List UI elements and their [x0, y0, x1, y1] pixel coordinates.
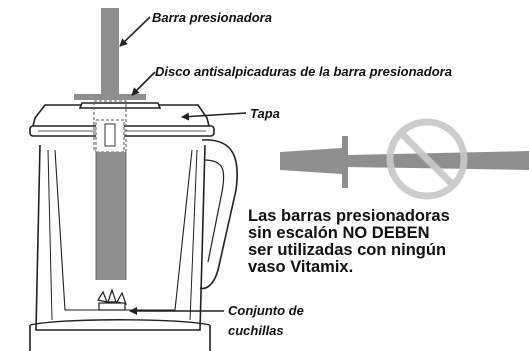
callout-arrows	[119, 16, 247, 315]
warning-line-4: vaso Vitamix.	[248, 258, 354, 276]
warning-line-1: Las barras presionadoras	[248, 207, 450, 225]
tamper-label: Barra presionadora	[152, 10, 272, 25]
lid-arrow	[181, 112, 247, 121]
tamper	[74, 8, 146, 280]
prohibition-icon	[386, 118, 468, 200]
non-stepped-tamper	[280, 136, 529, 188]
tamper-arrow	[119, 16, 151, 47]
blender-container	[29, 139, 238, 351]
blade-assembly	[97, 288, 127, 311]
warning-line-2: sin escalón NO DEBEN	[248, 224, 430, 242]
splash-disc-label: Disco antisalpicaduras de la barra presi…	[155, 64, 452, 79]
warning-text: Las barras presionadoras sin escalón NO …	[248, 208, 528, 276]
splash-disc-arrow	[131, 71, 156, 96]
warning-line-3: ser utilizadas con ningún	[248, 241, 447, 259]
lid-label: Tapa	[250, 106, 280, 121]
blade-assembly-label-line2: cuchillas	[228, 323, 284, 338]
blade-assembly-label-line1: Conjunto de	[228, 303, 304, 318]
